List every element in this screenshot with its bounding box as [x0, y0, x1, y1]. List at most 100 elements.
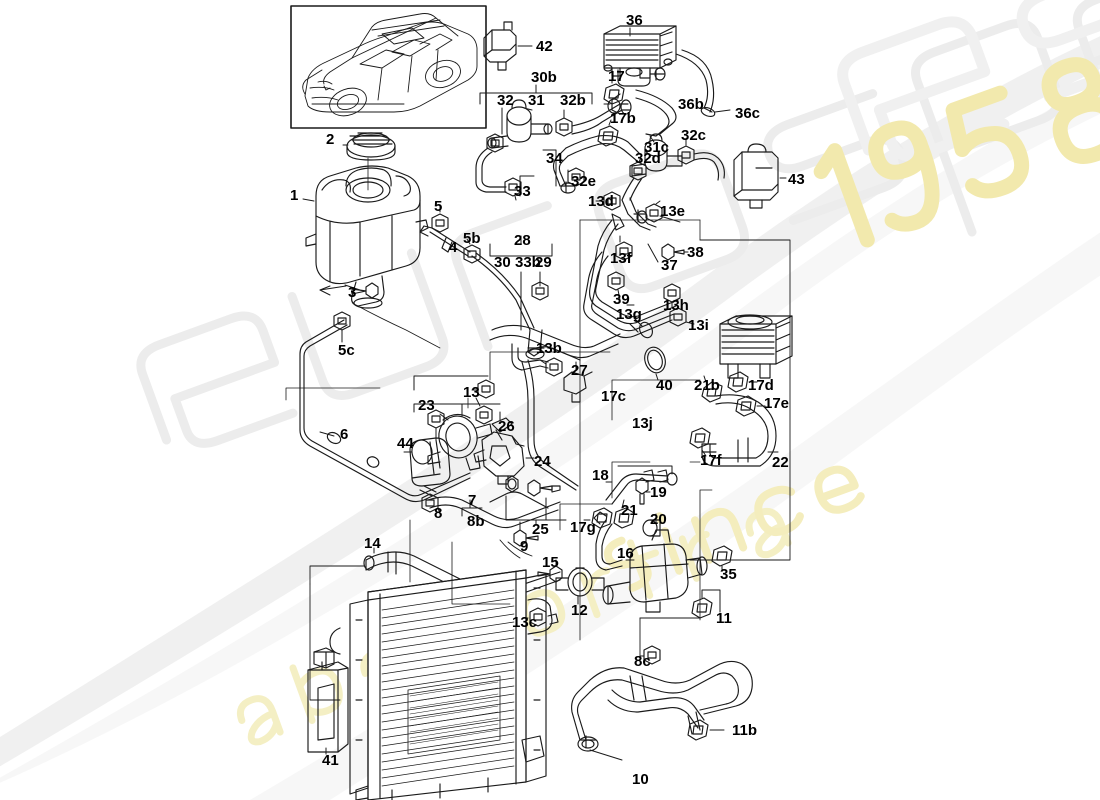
callout-32e: 32e	[571, 173, 597, 190]
callout-12: 12	[571, 602, 588, 619]
part-7-water-hose	[427, 491, 561, 529]
callout-31a: 31	[528, 92, 545, 109]
part-6-vent-line	[299, 319, 471, 503]
callout-32c: 32c	[681, 127, 707, 144]
callout-17f: 17f	[700, 452, 722, 469]
callout-40: 40	[656, 377, 673, 394]
callout-36c: 36c	[735, 105, 761, 122]
part-25-bolt-set	[505, 475, 561, 497]
part-21-clip-a	[701, 381, 723, 403]
part-13-clamp-a	[603, 191, 621, 211]
part-42-sensor	[483, 21, 517, 71]
part-10-lower-hose	[571, 660, 753, 752]
part-32-clamp-b	[555, 117, 573, 137]
part-32-clamp-c	[567, 167, 585, 187]
callout-17g: 17g	[570, 519, 596, 536]
callout-2: 2	[326, 131, 335, 148]
callout-23: 23	[418, 397, 435, 414]
callout-18: 18	[592, 467, 609, 484]
part-11-clamp-a	[691, 597, 713, 619]
callout-5c: 5c	[338, 342, 355, 359]
callout-3: 3	[348, 284, 357, 301]
callout-42: 42	[536, 38, 553, 55]
callout-29: 29	[535, 254, 552, 271]
part-32-clamp-a	[486, 133, 504, 153]
callout-9: 9	[520, 538, 529, 555]
part-36-oil-cooler	[603, 25, 677, 79]
callout-44: 44	[397, 435, 414, 452]
part-22-water-hose	[701, 394, 777, 467]
callout-11a: 11	[716, 610, 732, 627]
callout-11b: 11b	[732, 722, 758, 739]
part-21-clip-b	[613, 507, 635, 529]
callout-27: 27	[571, 362, 588, 379]
callout-32b: 32b	[560, 92, 586, 109]
callout-13f: 13f	[610, 250, 632, 267]
callout-37: 37	[661, 257, 678, 274]
callout-33b: 33b	[515, 254, 541, 271]
part-5-clamp-c	[333, 311, 351, 331]
callout-16: 16	[617, 545, 634, 562]
callout-36a: 36	[626, 12, 643, 29]
callout-13g: 13g	[616, 306, 642, 323]
part-5-clamp-a	[431, 213, 449, 233]
part-26-bracket-arm	[491, 417, 513, 441]
callout-8c: 8c	[634, 653, 651, 670]
callout-43: 43	[788, 171, 805, 188]
callout-5a: 5	[434, 198, 443, 215]
part-17-clamp-b	[597, 125, 619, 147]
callout-21b: 21b	[694, 377, 720, 394]
callout-17b: 17b	[610, 110, 636, 127]
part-13-clamp-i	[545, 357, 563, 377]
callout-14: 14	[364, 535, 381, 552]
callout-17d: 17d	[748, 377, 774, 394]
callout-7: 7	[468, 492, 477, 509]
callout-4: 4	[449, 239, 458, 256]
part-32-clamp-d	[677, 145, 695, 165]
part-13-clamp-g	[427, 409, 445, 429]
callout-13h: 13h	[663, 297, 689, 314]
part-4-bleeder-pipe	[419, 225, 471, 257]
part-28-hose-assembly	[489, 324, 621, 371]
part-17-clamp-c	[727, 371, 749, 393]
callout-13c: 13c	[512, 614, 538, 631]
callout-32d: 32d	[635, 150, 661, 167]
callout-28: 28	[514, 232, 531, 249]
callout-15: 15	[542, 554, 559, 571]
callout-19: 19	[650, 484, 667, 501]
part-13-clamp-h	[475, 405, 493, 425]
part-32-clamp-e	[629, 161, 647, 181]
callout-21a: 21	[621, 502, 638, 519]
callout-17e: 17e	[764, 395, 790, 412]
part-13-clamp-f	[663, 283, 681, 303]
part-17-clamp-e	[689, 427, 711, 449]
vehicle-illustration	[302, 13, 478, 117]
part-31-check-valve-a	[487, 99, 553, 149]
callout-6: 6	[340, 426, 349, 443]
part-20-plug	[642, 519, 661, 537]
callout-30b: 30b	[531, 69, 557, 86]
callout-22: 22	[772, 454, 789, 471]
part-11-clamp-b	[687, 719, 709, 741]
callout-33a: 33	[514, 183, 531, 200]
callout-8b: 8b	[467, 513, 485, 530]
callout-13d: 13d	[588, 193, 614, 210]
callout-34: 34	[546, 150, 563, 167]
part-19-bolt	[635, 477, 649, 505]
callout-1: 1	[290, 187, 299, 204]
part-41-coolant-bottle	[307, 647, 349, 753]
callout-25: 25	[532, 521, 549, 538]
part-13-clamp-j	[477, 379, 495, 399]
callout-41: 41	[322, 752, 339, 769]
part-39-water-lines	[583, 219, 679, 339]
callout-26: 26	[498, 418, 515, 435]
thermostat-housing	[602, 529, 708, 613]
part-17-clamp-f	[591, 507, 613, 529]
callout-5b: 5b	[463, 230, 481, 247]
part-13-clamp-b	[645, 203, 663, 223]
callout-35: 35	[720, 566, 737, 583]
part-2-cap	[346, 132, 396, 161]
callout-30: 30	[494, 254, 511, 271]
